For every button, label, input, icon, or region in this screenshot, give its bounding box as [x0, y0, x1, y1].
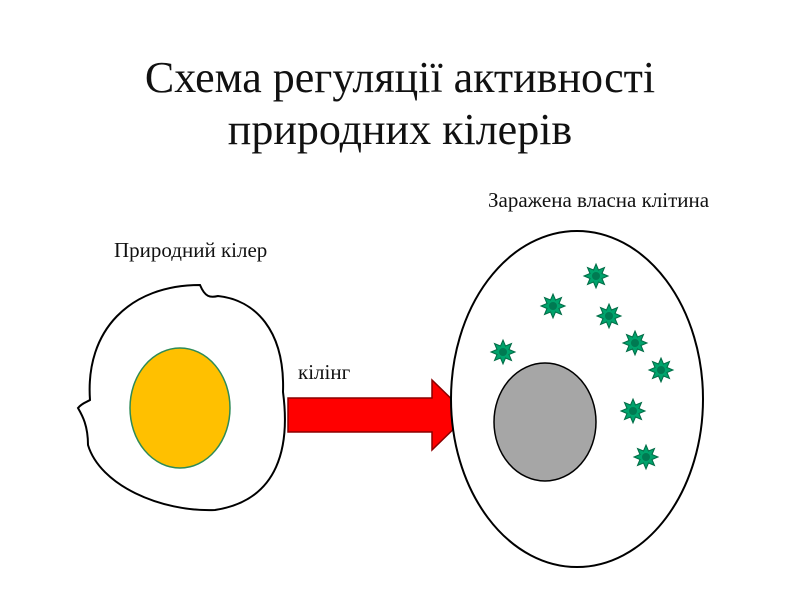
killing-label: кілінг: [298, 360, 351, 384]
infected-cell-nucleus: [493, 362, 597, 482]
title-line-2: природних кілерів: [227, 105, 573, 154]
killer-nucleus: [129, 347, 231, 469]
virus-core: [592, 272, 600, 280]
virus-core: [629, 407, 637, 415]
killing-arrow: [287, 378, 470, 452]
infected-cell-label: Заражена власна клітина: [488, 188, 710, 212]
natural-killer-label: Природний кілер: [114, 238, 268, 262]
virus-core: [549, 302, 557, 310]
virus-group: [489, 262, 675, 471]
virus-core: [499, 348, 507, 356]
title-line-1: Схема регуляції активності: [144, 53, 656, 102]
slide-title: Схема регуляції активності природних кіл…: [0, 52, 800, 156]
virus-core: [631, 339, 639, 347]
virus-core: [657, 366, 665, 374]
virus-core: [642, 453, 650, 461]
virus-core: [605, 312, 613, 320]
